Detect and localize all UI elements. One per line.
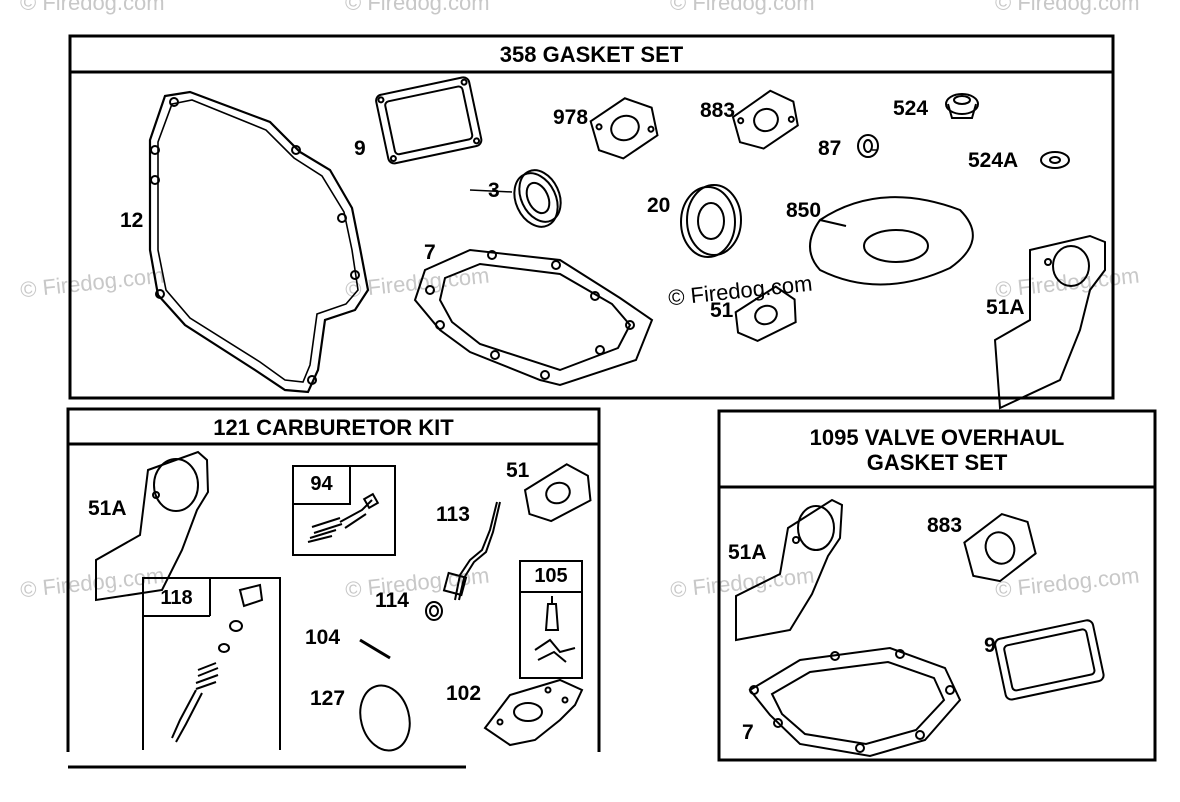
part-label-7: 7 — [424, 241, 436, 264]
oil-seal-large-icon — [680, 184, 742, 258]
carb-gasket-icon — [734, 285, 797, 342]
valve-overhaul-title: GASKET SET — [866, 450, 1008, 475]
needle-icon — [442, 501, 501, 601]
plug-icon — [945, 93, 979, 119]
part-label-20: 20 — [647, 194, 671, 217]
part-label-87: 87 — [818, 137, 842, 160]
part-label-9: 9 — [354, 137, 366, 160]
part-label-51A: 51A — [986, 296, 1025, 319]
disk-icon — [809, 196, 974, 286]
part-label-3: 3 — [488, 179, 500, 202]
diaphragm-icon — [359, 684, 411, 752]
carb-body-gasket-icon — [483, 678, 584, 747]
idle-screw-box — [292, 465, 396, 556]
ring-icon — [857, 134, 879, 158]
part-label-883: 883 — [700, 99, 736, 122]
gasket-set-title: 358 GASKET SET — [499, 42, 684, 67]
exhaust-gasket-icon — [731, 89, 799, 150]
carb-gasket-icon — [523, 463, 592, 523]
part-label-51A: 51A — [728, 541, 767, 564]
valve-overhaul-frame — [717, 409, 1157, 762]
part-label-114: 114 — [375, 589, 409, 612]
part-label-9: 9 — [984, 634, 996, 657]
part-label-883: 883 — [927, 514, 963, 537]
washer-icon — [1040, 151, 1070, 169]
cylinder-head-gasket-icon — [413, 248, 654, 387]
part-label-118: 118 — [160, 587, 193, 609]
watermark: © Firedog.com — [20, 0, 165, 15]
rocker-cover-gasket-icon — [375, 76, 483, 165]
part-label-113: 113 — [436, 503, 470, 526]
oil-seal-icon — [513, 169, 562, 228]
part-label-51A: 51A — [88, 497, 127, 520]
part-label-105: 105 — [534, 565, 568, 587]
intake-gasket-icon — [589, 97, 659, 160]
heat-shield-gasket-icon — [735, 498, 844, 642]
part-label-978: 978 — [553, 106, 589, 129]
valve-overhaul-title: 1095 VALVE OVERHAUL — [809, 425, 1065, 450]
exhaust-gasket-icon — [963, 512, 1037, 583]
part-label-524A: 524A — [968, 149, 1019, 172]
carburetor-kit-frame — [66, 407, 601, 752]
carburetor-kit-title: 121 CARBURETOR KIT — [213, 415, 454, 440]
heat-shield-gasket-icon — [95, 450, 210, 602]
part-label-850: 850 — [786, 199, 822, 222]
part-label-12: 12 — [120, 209, 144, 232]
pin-icon — [359, 638, 391, 660]
crankcase-gasket-icon — [148, 90, 370, 394]
main-jet-box — [142, 577, 281, 750]
rocker-cover-gasket-icon — [994, 619, 1105, 701]
part-label-104: 104 — [305, 626, 341, 649]
o-ring-icon — [425, 601, 443, 621]
cylinder-head-gasket-icon — [748, 646, 962, 758]
watermark: © Firedog.com — [995, 0, 1140, 15]
part-label-524: 524 — [893, 97, 929, 120]
part-label-94: 94 — [310, 473, 333, 495]
float-needle-box — [519, 560, 583, 679]
part-label-51: 51 — [506, 459, 530, 482]
watermark: © Firedog.com — [345, 0, 490, 15]
watermark: © Firedog.com — [670, 0, 815, 15]
part-label-51: 51 — [710, 299, 734, 322]
gasket-set-frame — [68, 34, 1115, 400]
heat-shield-gasket-icon — [993, 234, 1106, 410]
part-label-127: 127 — [310, 687, 346, 710]
part-label-7: 7 — [742, 721, 754, 744]
part-label-102: 102 — [446, 682, 482, 705]
